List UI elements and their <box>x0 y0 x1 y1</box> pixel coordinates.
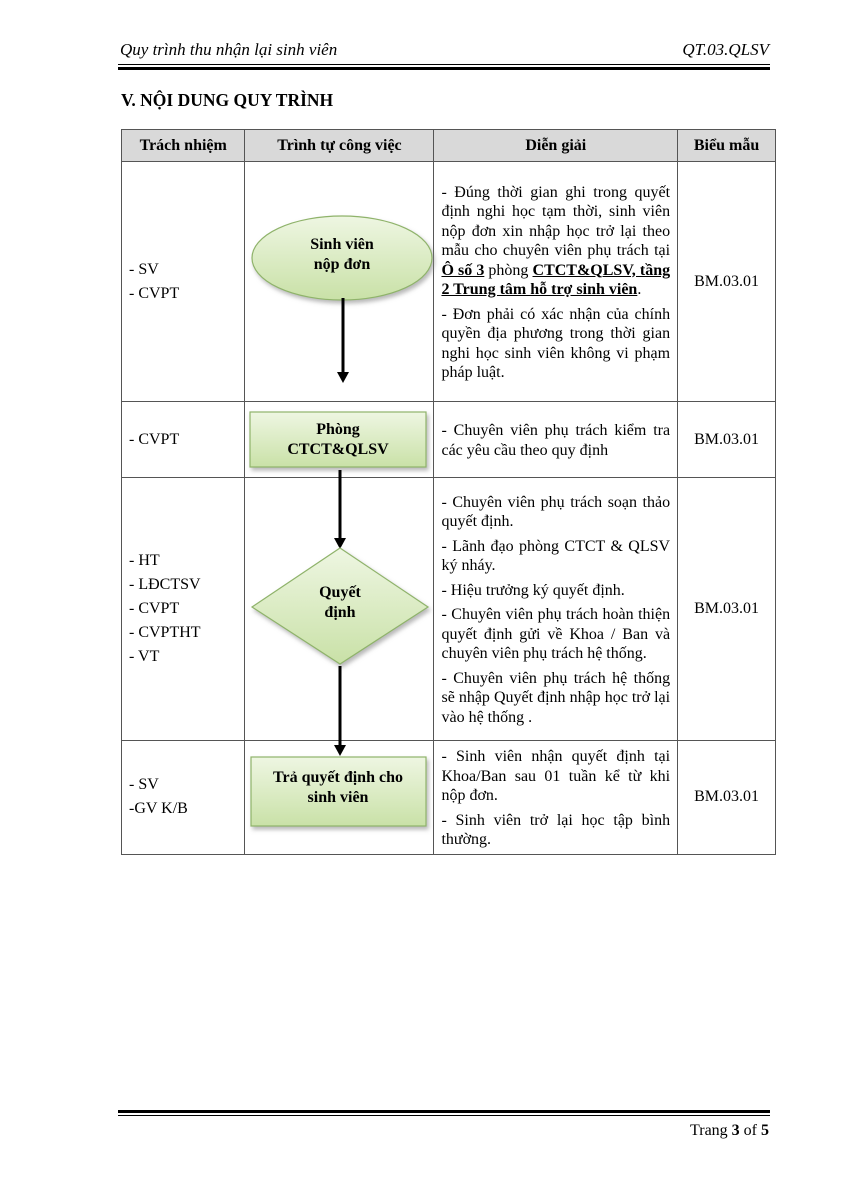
explanation-paragraph: - Chuyên viên phụ trách soạn thảo quyết … <box>441 493 671 531</box>
header-rule-thin <box>118 64 770 65</box>
responsibility-item: - SV <box>129 260 159 278</box>
explanation-paragraph: - Chuyên viên phụ trách kiểm tra các yêu… <box>441 422 671 459</box>
table-row: - CVPT - Chuyên viên phụ trách kiểm tra … <box>120 401 776 478</box>
explanation-paragraph: - Chuyên viên phụ trách hệ thống sẽ nhập… <box>441 669 671 726</box>
explanation-paragraph: - Lãnh đạo phòng CTCT & QLSV ký nháy. <box>441 537 671 575</box>
explanation-paragraph: - Đơn phải có xác nhận của chính quyền đ… <box>441 305 671 382</box>
explanation-paragraph: - Đúng thời gian ghi trong quyết định ng… <box>441 183 670 300</box>
col-header-responsibility: Trách nhiệm <box>120 129 246 162</box>
explanation-cell: - Chuyên viên phụ trách soạn thảo quyết … <box>433 477 679 741</box>
header-doc-code: QT.03.QLSV <box>682 40 769 59</box>
explanation-paragraph: - Sinh viên nhận quyết định tại Khoa/Ban… <box>441 748 671 804</box>
col-header-sequence: Trình tự công việc <box>244 129 435 162</box>
form-cell: BM.03.01 <box>677 477 776 741</box>
form-cell: BM.03.01 <box>677 740 776 855</box>
footer-rule-thin <box>118 1115 770 1116</box>
office-location: CTCT&QLSV, tầng 2 Trung tâm hỗ trợ sinh … <box>441 261 671 299</box>
responsibility-item: - LĐCTSV <box>129 576 201 593</box>
responsibility-cell: - SV - CVPT <box>120 161 246 402</box>
col-header-explanation: Diễn giải <box>433 129 679 162</box>
page-of-label: of <box>739 1122 761 1139</box>
table-row: - HT - LĐCTSV - CVPT - CVPTHT - VT - Chu… <box>120 477 776 741</box>
responsibility-item: - SV <box>129 776 159 794</box>
explanation-cell: - Chuyên viên phụ trách kiểm tra các yêu… <box>433 401 679 478</box>
explanation-paragraph: - Chuyên viên phụ trách hoàn thiện quyết… <box>441 606 671 663</box>
explanation-paragraph: - Hiệu trưởng ký quyết định. <box>441 581 625 599</box>
flow-cell <box>244 161 435 402</box>
responsibility-cell: - CVPT <box>120 401 246 478</box>
explanation-text: - Đúng thời gian ghi trong quyết định ng… <box>441 183 671 260</box>
flow-cell <box>244 477 435 741</box>
page-number: Trang 3 of 5 <box>690 1122 769 1140</box>
flow-cell <box>244 740 435 855</box>
form-cell: BM.03.01 <box>677 401 776 478</box>
section-title: V. NỘI DUNG QUY TRÌNH <box>121 90 334 110</box>
form-cell: BM.03.01 <box>677 161 776 402</box>
responsibility-item: - CVPT <box>129 430 180 448</box>
table-row: - SV - CVPT - Đúng thời gian ghi trong q… <box>120 161 776 402</box>
header-rule-thick <box>118 67 770 70</box>
responsibility-cell: - SV -GV K/B <box>120 740 246 855</box>
page-label: Trang <box>690 1122 732 1139</box>
col-header-form: Biểu mẫu <box>677 129 776 162</box>
responsibility-item: - CVPTHT <box>129 624 201 641</box>
responsibility-item: - CVPT <box>129 600 180 617</box>
footer-rule-thick <box>118 1110 770 1113</box>
responsibility-item: - VT <box>129 648 160 665</box>
room-number: Ô số 3 <box>441 261 485 279</box>
explanation-paragraph: - Sinh viên trở lại học tập bình thường. <box>441 811 671 849</box>
total-pages: 5 <box>761 1122 769 1139</box>
explanation-text: phòng <box>484 261 533 279</box>
responsibility-item: -GV K/B <box>129 800 188 818</box>
table-row: - SV -GV K/B - Sinh viên nhận quyết định… <box>120 740 776 855</box>
responsibility-cell: - HT - LĐCTSV - CVPT - CVPTHT - VT <box>120 477 246 741</box>
responsibility-item: - HT <box>129 552 160 569</box>
responsibility-item: - CVPT <box>129 284 180 302</box>
process-table: Trách nhiệm Trình tự công việc Diễn giải… <box>120 129 776 855</box>
explanation-cell: - Sinh viên nhận quyết định tại Khoa/Ban… <box>433 740 679 855</box>
explanation-text: . <box>637 281 642 298</box>
flow-cell <box>244 401 435 478</box>
header-doc-title: Quy trình thu nhận lại sinh viên <box>120 40 338 59</box>
explanation-cell: - Đúng thời gian ghi trong quyết định ng… <box>433 161 679 402</box>
table-header-row: Trách nhiệm Trình tự công việc Diễn giải… <box>120 129 776 162</box>
current-page: 3 <box>731 1122 740 1139</box>
